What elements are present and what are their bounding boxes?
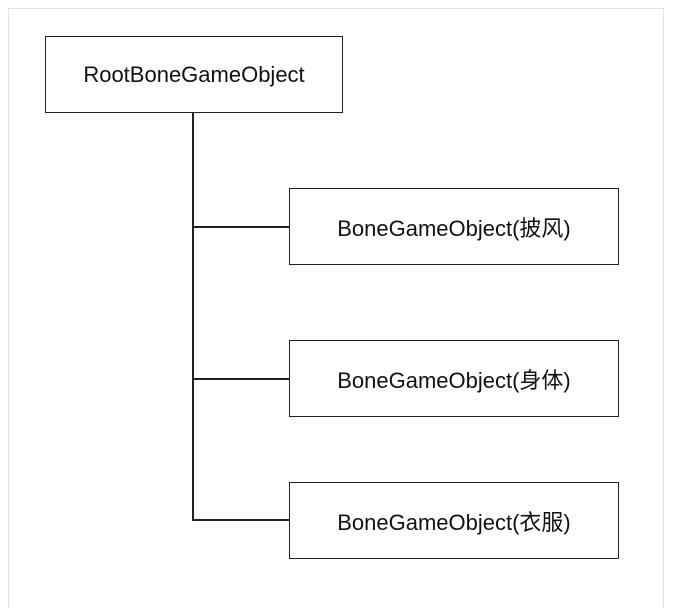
child-node-cape: BoneGameObject(披风) [289, 188, 619, 265]
branch-connector-3 [192, 519, 289, 521]
branch-connector-1 [192, 226, 289, 228]
child-node-label: BoneGameObject(披风) [337, 215, 571, 241]
child-node-label: BoneGameObject(身体) [337, 367, 571, 393]
root-node-label: RootBoneGameObject [83, 61, 305, 87]
child-node-label: BoneGameObject(衣服) [337, 509, 571, 535]
tree-trunk-connector [192, 113, 194, 520]
child-node-body: BoneGameObject(身体) [289, 340, 619, 417]
root-node: RootBoneGameObject [45, 36, 343, 113]
branch-connector-2 [192, 378, 289, 380]
child-node-clothes: BoneGameObject(衣服) [289, 482, 619, 559]
